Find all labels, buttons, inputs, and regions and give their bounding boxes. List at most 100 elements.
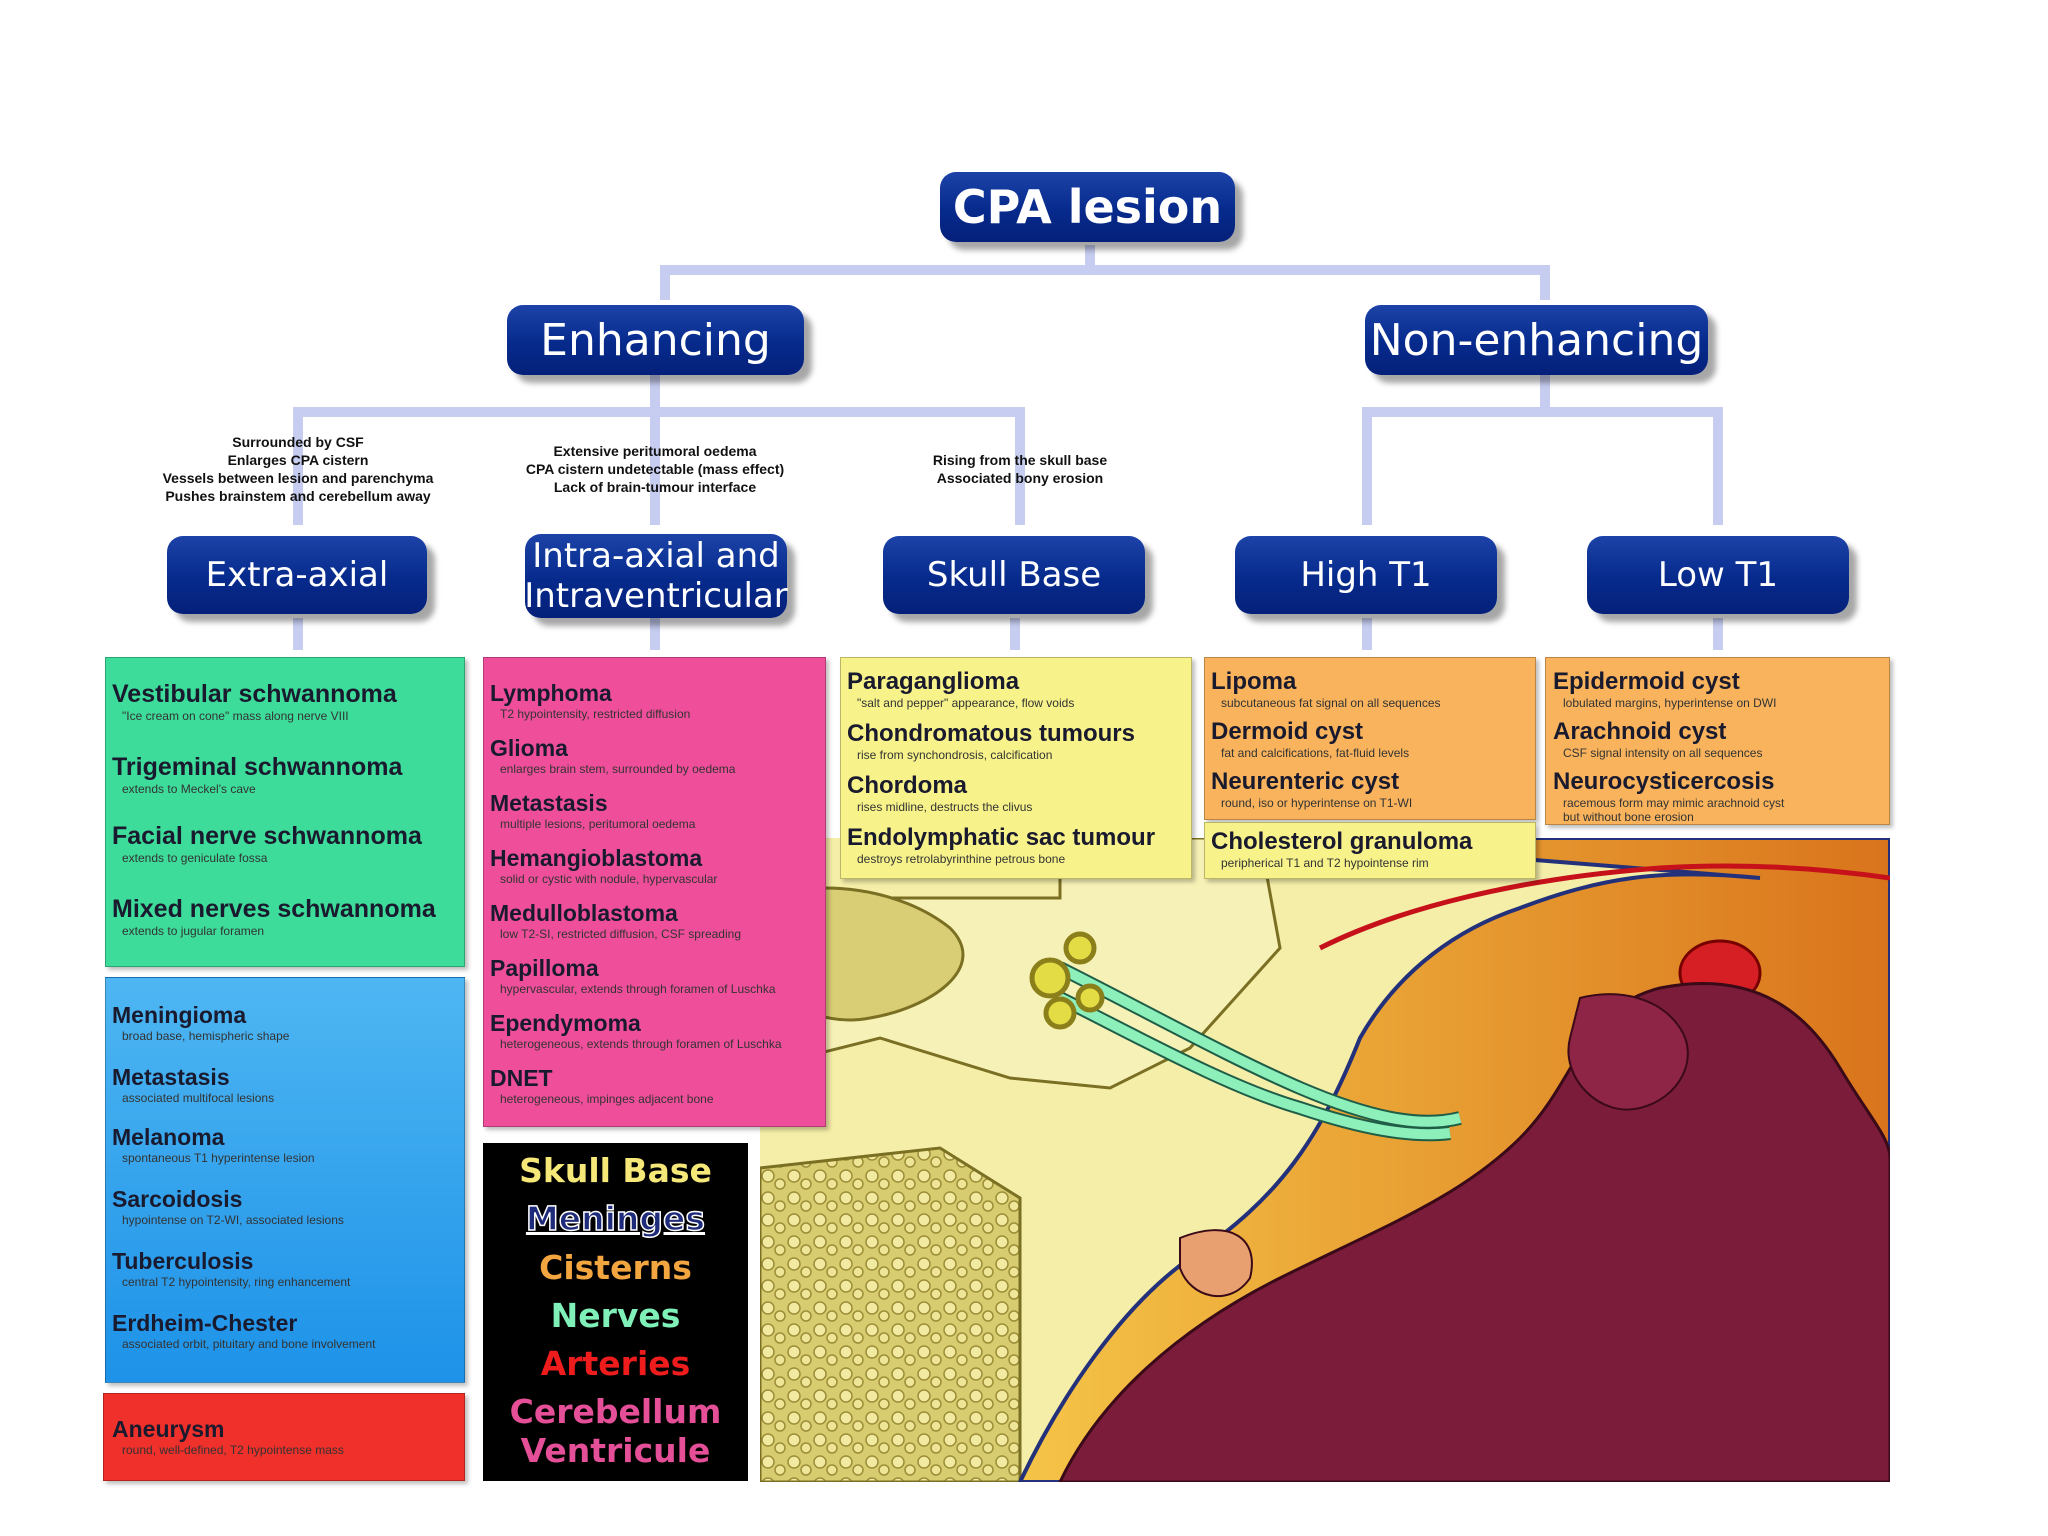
item-desc: destroys retrolabyrinthine petrous bone [857, 852, 1066, 866]
item-title: Glioma [490, 735, 568, 761]
item-desc: enlarges brain stem, surrounded by oedem… [500, 762, 736, 776]
item-title: Chordoma [847, 772, 967, 799]
list-item: Melanoma spontaneous T1 hyperintense les… [112, 1124, 462, 1165]
list-item: Lipoma subcutaneous fat signal on all se… [1211, 668, 1533, 710]
item-title: Sarcoidosis [112, 1186, 243, 1212]
list-item: Sarcoidosis hypointense on T2-WI, associ… [112, 1186, 462, 1227]
item-title: Dermoid cyst [1211, 718, 1364, 745]
intra-axial-label-1: Intra-axial and [532, 536, 780, 576]
non-enhancing-label: Non-enhancing [1369, 314, 1704, 366]
criteria-extra-axial: Surrounded by CSF Enlarges CPA cistern V… [118, 433, 478, 505]
legend-meninges: Meninges [525, 1198, 706, 1239]
criteria-line: Lack of brain-tumour interface [553, 479, 757, 495]
list-item: Meningioma broad base, hemispheric shape [112, 1002, 462, 1043]
node-non-enhancing: Non-enhancing [1365, 305, 1708, 375]
item-desc: broad base, hemispheric shape [122, 1029, 290, 1043]
item-desc: lobulated margins, hyperintense on DWI [1563, 696, 1777, 710]
item-title: Medulloblastoma [490, 900, 678, 926]
criteria-intra-axial: Extensive peritumoral oedema CPA cistern… [480, 442, 830, 496]
criteria-skull-base: Rising from the skull base Associated bo… [880, 451, 1160, 487]
list-item: Hemangioblastoma solid or cystic with no… [490, 845, 824, 886]
list-item: Endolymphatic sac tumour destroys retrol… [847, 824, 1189, 866]
item-desc: racemous form may mimic arachnoid cyst [1563, 796, 1785, 810]
item-desc: "Ice cream on cone" mass along nerve VII… [122, 709, 349, 723]
item-desc: rises midline, destructs the clivus [857, 800, 1033, 814]
list-item: Mixed nerves schwannoma extends to jugul… [112, 895, 462, 938]
root-label: CPA lesion [952, 180, 1223, 234]
criteria-line: Extensive peritumoral oedema [553, 443, 757, 459]
criteria-line: Surrounded by CSF [232, 434, 364, 450]
criteria-line: Associated bony erosion [936, 470, 1104, 486]
criteria-line: CPA cistern undetectable (mass effect) [525, 461, 785, 477]
list-item: Arachnoid cyst CSF signal intensity on a… [1553, 718, 1888, 760]
item-desc: T2 hypointensity, restricted diffusion [500, 707, 691, 721]
node-high-t1: High T1 [1235, 536, 1497, 614]
intra-axial-label-2: Intraventricular [524, 576, 788, 616]
item-desc: peripherical T1 and T2 hypointense rim [1221, 856, 1429, 870]
criteria-line: Vessels between lesion and parenchyma [162, 470, 434, 486]
legend-ventricule: Ventricule [520, 1431, 711, 1470]
node-enhancing: Enhancing [507, 305, 804, 375]
list-item: Tuberculosis central T2 hypointensity, r… [112, 1248, 462, 1289]
list-item: Lymphoma T2 hypointensity, restricted di… [490, 680, 824, 721]
list-item: Epidermoid cyst lobulated margins, hyper… [1553, 668, 1888, 710]
list-item: Neurenteric cyst round, iso or hyperinte… [1211, 768, 1533, 810]
legend-arteries: Arteries [540, 1344, 691, 1383]
item-title: Metastasis [490, 790, 608, 816]
legend-skull-base: Skull Base [519, 1151, 712, 1190]
item-desc: hypervascular, extends through foramen o… [500, 982, 776, 996]
item-title: Paraganglioma [847, 668, 1020, 695]
item-title: Endolymphatic sac tumour [847, 824, 1156, 851]
item-desc: low T2-SI, restricted diffusion, CSF spr… [500, 927, 741, 941]
list-item: Cholesterol granuloma peripherical T1 an… [1211, 828, 1533, 870]
high-t1-label: High T1 [1300, 555, 1432, 595]
item-desc: solid or cystic with nodule, hypervascul… [500, 872, 718, 886]
node-extra-axial: Extra-axial [167, 536, 427, 614]
criteria-line: Enlarges CPA cistern [227, 452, 369, 468]
item-title: DNET [490, 1065, 553, 1091]
skull-base-label: Skull Base [926, 555, 1102, 595]
item-title: Papilloma [490, 955, 599, 981]
item-desc: extends to jugular foramen [122, 924, 265, 938]
item-desc: associated multifocal lesions [122, 1091, 275, 1105]
list-item: Erdheim-Chester associated orbit, pituit… [112, 1310, 462, 1351]
intra-axial-list [483, 657, 826, 1127]
item-title: Metastasis [112, 1064, 230, 1090]
extra-axial-other-list [105, 977, 465, 1383]
list-item: Trigeminal schwannoma extends to Meckel'… [112, 753, 462, 796]
list-item: Chondromatous tumours rise from synchond… [847, 720, 1189, 762]
criteria-line: Pushes brainstem and cerebellum away [165, 488, 431, 504]
list-item: Metastasis multiple lesions, peritumoral… [490, 790, 824, 831]
list-item: Medulloblastoma low T2-SI, restricted di… [490, 900, 824, 941]
item-title: Cholesterol granuloma [1211, 828, 1473, 855]
item-desc: CSF signal intensity on all sequences [1563, 746, 1763, 760]
item-desc: heterogeneous, extends through foramen o… [500, 1037, 782, 1051]
skull-base-list [840, 657, 1192, 879]
color-legend: Skull Base Meninges Cisterns Nerves Arte… [483, 1143, 748, 1481]
enhancing-label: Enhancing [540, 314, 771, 366]
item-desc: multiple lesions, peritumoral oedema [500, 817, 696, 831]
root-node-cpa-lesion: CPA lesion [940, 172, 1235, 242]
item-title: Neurocysticercosis [1553, 768, 1775, 795]
item-desc: fat and calcifications, fat-fluid levels [1221, 746, 1410, 760]
item-title: Neurenteric cyst [1211, 768, 1400, 795]
node-intra-axial: Intra-axial and Intraventricular [524, 534, 788, 618]
item-title: Hemangioblastoma [490, 845, 703, 871]
extra-axial-label: Extra-axial [205, 555, 389, 595]
item-title: Vestibular schwannoma [112, 680, 397, 708]
list-item: Papilloma hypervascular, extends through… [490, 955, 824, 996]
list-item: Glioma enlarges brain stem, surrounded b… [490, 735, 824, 776]
item-title: Epidermoid cyst [1553, 668, 1740, 695]
legend-cisterns: Cisterns [539, 1248, 692, 1287]
item-desc: hypointense on T2-WI, associated lesions [122, 1213, 344, 1227]
item-desc: round, iso or hyperintense on T1-WI [1221, 796, 1413, 810]
legend-nerves: Nerves [550, 1296, 681, 1335]
high-t1-cholesterol-box [1204, 822, 1536, 879]
item-title: Lipoma [1211, 668, 1297, 695]
item-title: Chondromatous tumours [847, 720, 1135, 747]
item-desc: rise from synchondrosis, calcification [857, 748, 1053, 762]
item-title: Lymphoma [490, 680, 612, 706]
list-item: DNET heterogeneous, impinges adjacent bo… [490, 1065, 824, 1106]
item-title: Arachnoid cyst [1553, 718, 1727, 745]
